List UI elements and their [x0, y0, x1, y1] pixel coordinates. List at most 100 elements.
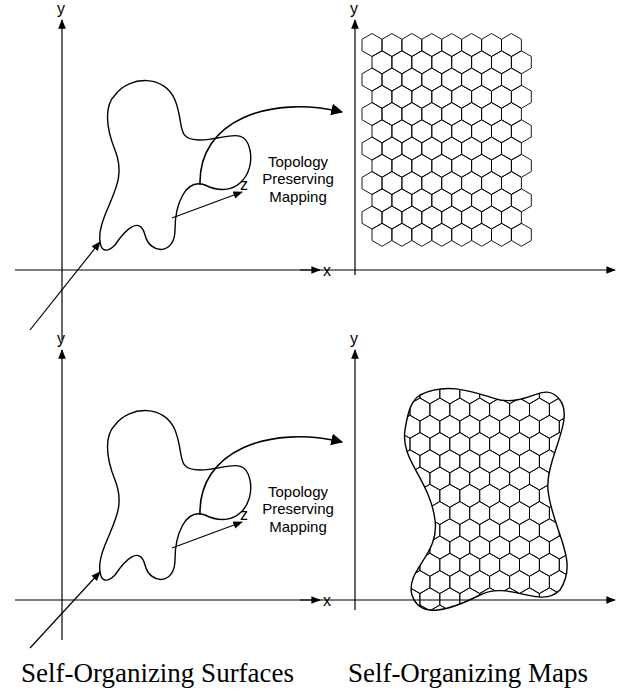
hex-cell	[402, 103, 422, 126]
hex-cell	[422, 34, 442, 57]
hex-cell	[392, 189, 412, 212]
hex-cell	[569, 605, 589, 628]
hex-cell	[490, 605, 510, 628]
hex-cell	[502, 172, 522, 195]
hex-cell	[579, 484, 599, 507]
hex-cell	[382, 206, 402, 229]
hex-cell	[502, 137, 522, 160]
hex-cell	[420, 484, 440, 507]
hex-cell	[460, 415, 480, 438]
hex-cell	[502, 206, 522, 229]
hex-cell	[520, 519, 540, 542]
hex-cell	[482, 137, 502, 160]
hex-cell	[430, 364, 450, 387]
hex-cell	[579, 588, 599, 611]
hex-cell	[400, 381, 420, 404]
hex-cell	[372, 120, 392, 143]
hex-cell	[392, 154, 412, 177]
hex-cell	[442, 103, 462, 126]
hex-cell	[502, 34, 522, 57]
hex-cell	[462, 172, 482, 195]
hex-cell	[372, 85, 392, 108]
y-axis	[61, 350, 62, 640]
hex-cell	[462, 206, 482, 229]
hex-cell	[432, 154, 452, 177]
hex-cell	[569, 467, 589, 490]
hex-cell	[511, 189, 531, 212]
hex-cell	[502, 68, 522, 91]
hex-cell	[559, 381, 579, 404]
hex-cell	[442, 68, 462, 91]
hex-cell	[470, 433, 490, 456]
hex-cell	[452, 85, 472, 108]
hex-cell	[530, 502, 550, 525]
axis-label: y	[350, 330, 358, 348]
hex-grid	[362, 34, 531, 247]
hex-cell	[422, 137, 442, 160]
hex-cell	[539, 415, 559, 438]
surface-blob	[100, 81, 251, 251]
hex-cell	[470, 571, 490, 594]
hex-cell	[530, 467, 550, 490]
hex-cell	[362, 206, 382, 229]
hex-cell	[432, 85, 452, 108]
hex-cell	[362, 137, 382, 160]
hex-cell	[510, 536, 530, 559]
hex-cell	[422, 206, 442, 229]
hex-cell	[430, 571, 450, 594]
hex-cell	[402, 34, 422, 57]
hex-cell	[480, 415, 500, 438]
hex-cell	[452, 223, 472, 246]
hex-cell	[539, 588, 559, 611]
hex-cell	[559, 553, 579, 576]
hex-cell	[520, 381, 540, 404]
hex-cell	[500, 484, 520, 507]
hex-cell	[490, 364, 510, 387]
hex-cell	[420, 588, 440, 611]
hex-cell	[412, 51, 432, 74]
hex-cell	[420, 553, 440, 576]
hex-cell	[372, 154, 392, 177]
hex-cell	[520, 415, 540, 438]
hex-cell	[362, 34, 382, 57]
hex-cell	[472, 154, 492, 177]
hex-cell	[520, 450, 540, 473]
hex-cell	[470, 398, 490, 421]
hex-cell	[440, 381, 460, 404]
mapping-label: Topology Preserving Mapping	[252, 483, 344, 535]
hex-cell	[530, 571, 550, 594]
hex-cell	[400, 519, 420, 542]
hex-cell	[480, 381, 500, 404]
hex-grid	[390, 364, 599, 629]
hex-cell	[392, 120, 412, 143]
hex-cell	[530, 398, 550, 421]
hex-cell	[390, 467, 410, 490]
hex-cell	[511, 51, 531, 74]
hex-cell	[420, 519, 440, 542]
hex-cell	[490, 467, 510, 490]
surface-blob	[100, 411, 251, 581]
hex-cell	[400, 450, 420, 473]
hex-cell	[510, 571, 530, 594]
hex-cell	[430, 433, 450, 456]
hex-cell	[549, 398, 569, 421]
hex-cell	[412, 223, 432, 246]
hex-cell	[410, 433, 430, 456]
hex-cell	[492, 120, 512, 143]
hex-cell	[450, 605, 470, 628]
hex-cell	[569, 398, 589, 421]
hex-cell	[400, 415, 420, 438]
x-axis	[15, 269, 320, 270]
x-axis	[15, 599, 320, 600]
hex-cell	[420, 415, 440, 438]
hex-cell	[559, 519, 579, 542]
hex-cell	[470, 467, 490, 490]
hex-cell	[382, 68, 402, 91]
hex-cell	[450, 364, 470, 387]
hex-cell	[382, 172, 402, 195]
z-axis-arrow	[30, 572, 100, 648]
hex-cell	[420, 381, 440, 404]
hex-cell	[460, 484, 480, 507]
hex-cell	[452, 51, 472, 74]
